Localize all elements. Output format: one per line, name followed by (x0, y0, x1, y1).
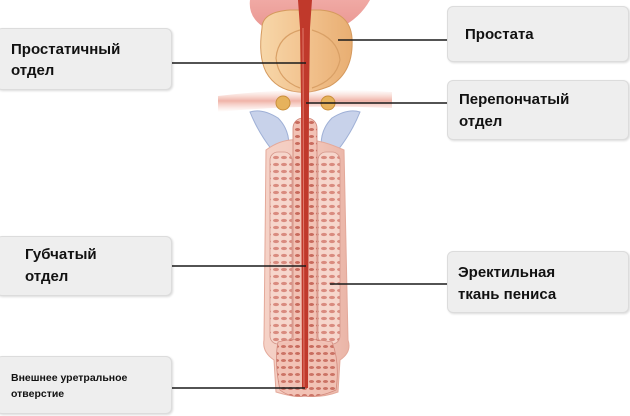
urethra-highlight (302, 27, 305, 389)
label-membranous-text: Перепончатый отдел (459, 91, 570, 130)
label-spongy-section: Губчатый отдел (0, 236, 172, 296)
label-membranous-section: Перепончатый отдел (447, 80, 629, 140)
urethra (298, 0, 312, 388)
label-prostatic-section: Простатичный отдел (0, 28, 172, 90)
prostate-lobe-line (275, 29, 301, 89)
erectile-tissue-right (317, 151, 341, 345)
label-external-urethral-orifice: Внешнее уретральное отверстие (0, 356, 172, 414)
label-prostate-text: Простата (465, 26, 534, 43)
label-erectile-tissue: Эректильная ткань пениса (447, 251, 629, 313)
bulbourethral-gland-left (275, 95, 291, 111)
prostate-lobe-line (311, 29, 341, 89)
label-orifice-text: Внешнее уретральное отверстие (11, 372, 128, 400)
label-prostatic-text: Простатичный отдел (11, 41, 121, 79)
label-erectile-text: Эректильная ткань пениса (458, 264, 557, 303)
erectile-tissue-left (269, 151, 293, 345)
label-prostate: Простата (447, 6, 629, 62)
label-spongy-text: Губчатый отдел (25, 246, 97, 285)
